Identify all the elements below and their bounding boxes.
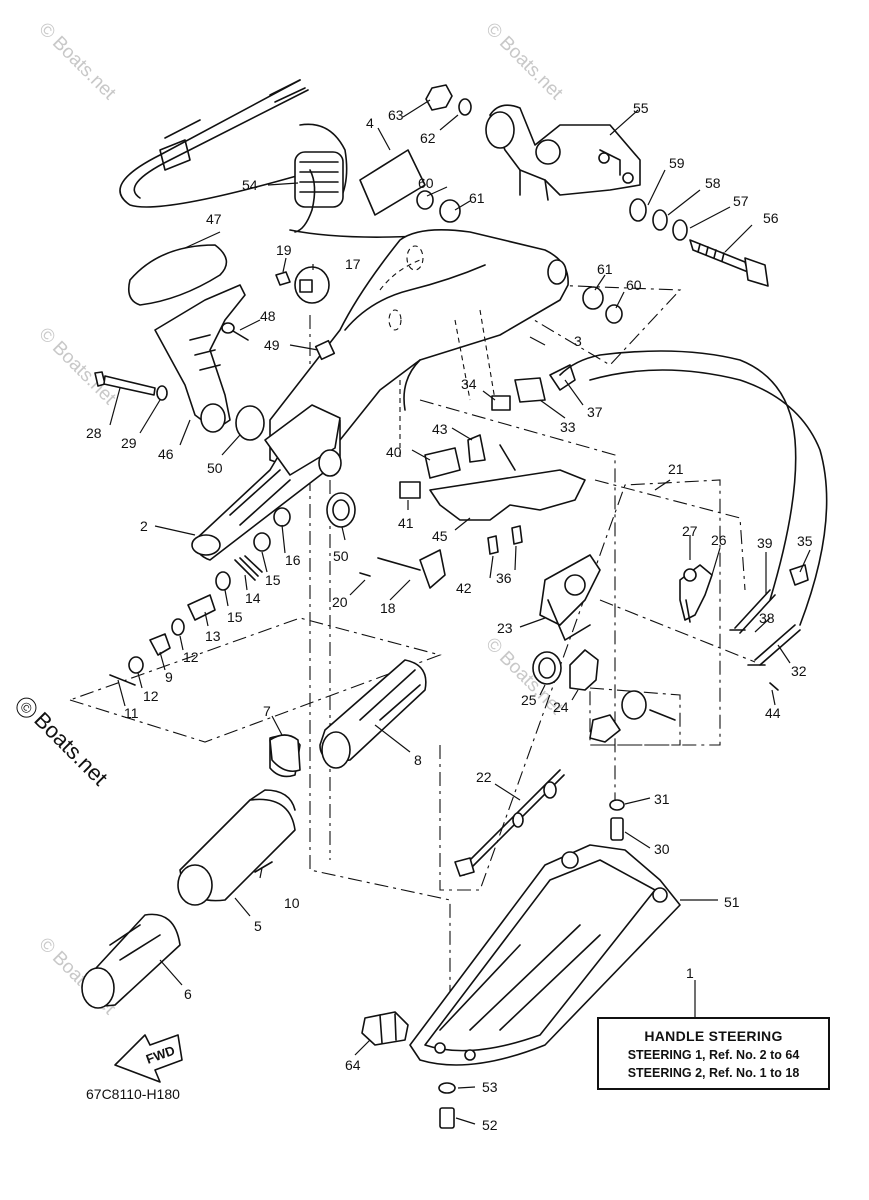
watermark-top-left: © Boats.net: [34, 19, 120, 105]
callout-1: 1: [686, 965, 694, 981]
callout-40: 40: [386, 444, 402, 460]
callout-57: 57: [733, 193, 749, 209]
watermark-top-center: © Boats.net: [481, 19, 567, 105]
callout-24: 24: [553, 699, 569, 715]
callout-42: 42: [456, 580, 472, 596]
bushing-parts: [326, 492, 356, 528]
steering-bracket-part: [485, 104, 641, 201]
callout-45: 45: [432, 528, 448, 544]
callout-19: 19: [276, 242, 292, 258]
callout-7: 7: [263, 703, 271, 719]
callout-labels: 1 2 3 4 5 6 7 8 9 10 11 12 12 13 14 15 1…: [86, 100, 813, 1133]
screw-parts: [361, 799, 625, 1129]
callout-61b: 61: [597, 261, 613, 277]
callout-11: 11: [124, 705, 139, 721]
callout-47: 47: [206, 211, 222, 227]
fwd-arrow-icon: FWD: [114, 1034, 183, 1083]
callout-16: 16: [285, 552, 301, 568]
callout-10: 10: [284, 895, 300, 911]
small-parts-lower: [109, 507, 291, 686]
callout-51: 51: [724, 894, 740, 910]
small-parts-upper: [221, 266, 336, 361]
decal-parts: [269, 149, 426, 773]
callout-41: 41: [398, 515, 414, 531]
callout-39: 39: [757, 535, 773, 551]
gear-assembly-parts: [532, 554, 713, 743]
friction-screw-part: [359, 549, 446, 589]
legend-row-2: STEERING 2, Ref. No. 1 to 18: [627, 1066, 800, 1080]
callout-37: 37: [587, 404, 603, 420]
callout-43: 43: [432, 421, 448, 437]
callout-8: 8: [414, 752, 422, 768]
callout-56: 56: [763, 210, 779, 226]
callout-59: 59: [669, 155, 685, 171]
callout-53: 53: [482, 1079, 498, 1095]
callout-5: 5: [254, 918, 262, 934]
callout-55: 55: [633, 100, 649, 116]
legend-box: HANDLE STEERING STEERING 1, Ref. No. 2 t…: [597, 1017, 830, 1090]
callout-23: 23: [497, 620, 513, 636]
callout-64: 64: [345, 1057, 361, 1073]
callout-38: 38: [759, 610, 775, 626]
callout-25: 25: [521, 692, 537, 708]
tiller-handle-part: [191, 404, 342, 561]
bracket-parts: [399, 364, 586, 555]
callout-46: 46: [158, 446, 174, 462]
leader-lines: [109, 99, 811, 1125]
callout-20: 20: [332, 594, 348, 610]
callout-63: 63: [388, 107, 404, 123]
callout-22: 22: [476, 769, 492, 785]
bottom-cover-part: [409, 844, 681, 1066]
callout-28: 28: [86, 425, 102, 441]
callout-26: 26: [711, 532, 727, 548]
callout-30: 30: [654, 841, 670, 857]
callout-35: 35: [797, 533, 813, 549]
callout-15b: 15: [265, 572, 281, 588]
callout-18: 18: [380, 600, 396, 616]
callout-4: 4: [366, 115, 374, 131]
callout-60b: 60: [626, 277, 642, 293]
callout-29: 29: [121, 435, 137, 451]
callout-50a: 50: [207, 460, 223, 476]
callout-32: 32: [791, 663, 807, 679]
callout-12a: 12: [143, 688, 159, 704]
callout-62: 62: [420, 130, 436, 146]
callout-17: 17: [345, 256, 361, 272]
diagram-code: 67C8110-H180: [86, 1086, 180, 1102]
tiller-arm-part: [269, 228, 569, 471]
callout-36: 36: [496, 570, 512, 586]
callout-31: 31: [654, 791, 670, 807]
legend-title: HANDLE STEERING: [644, 1028, 783, 1044]
callout-13: 13: [205, 628, 221, 644]
shift-rod-parts: [454, 350, 828, 877]
callout-2: 2: [140, 518, 148, 534]
callout-48: 48: [260, 308, 276, 324]
callout-14: 14: [245, 590, 261, 606]
callout-60a: 60: [418, 175, 434, 191]
callout-58: 58: [705, 175, 721, 191]
callout-44: 44: [765, 705, 781, 721]
legend-row-1: STEERING 1, Ref. No. 2 to 64: [627, 1048, 800, 1062]
callout-61a: 61: [469, 190, 485, 206]
bracket-bolt-part: [629, 198, 769, 287]
shift-lever-part: [127, 244, 246, 433]
callout-33: 33: [560, 419, 576, 435]
callout-21: 21: [668, 461, 684, 477]
callout-52: 52: [482, 1117, 498, 1133]
callout-34: 34: [461, 376, 477, 392]
group-outlines: [69, 281, 756, 1045]
callout-6: 6: [184, 986, 192, 1002]
callout-49: 49: [264, 337, 280, 353]
callout-54: 54: [242, 177, 258, 193]
callout-3: 3: [574, 333, 582, 349]
callout-9: 9: [165, 669, 173, 685]
pivot-bolt-part: [94, 371, 168, 401]
grommet-part: [294, 151, 344, 233]
callout-15a: 15: [227, 609, 243, 625]
watermark-mid-left: © Boats.net: [34, 324, 120, 410]
callout-50b: 50: [333, 548, 349, 564]
callout-12b: 12: [183, 649, 199, 665]
callout-27: 27: [682, 523, 698, 539]
